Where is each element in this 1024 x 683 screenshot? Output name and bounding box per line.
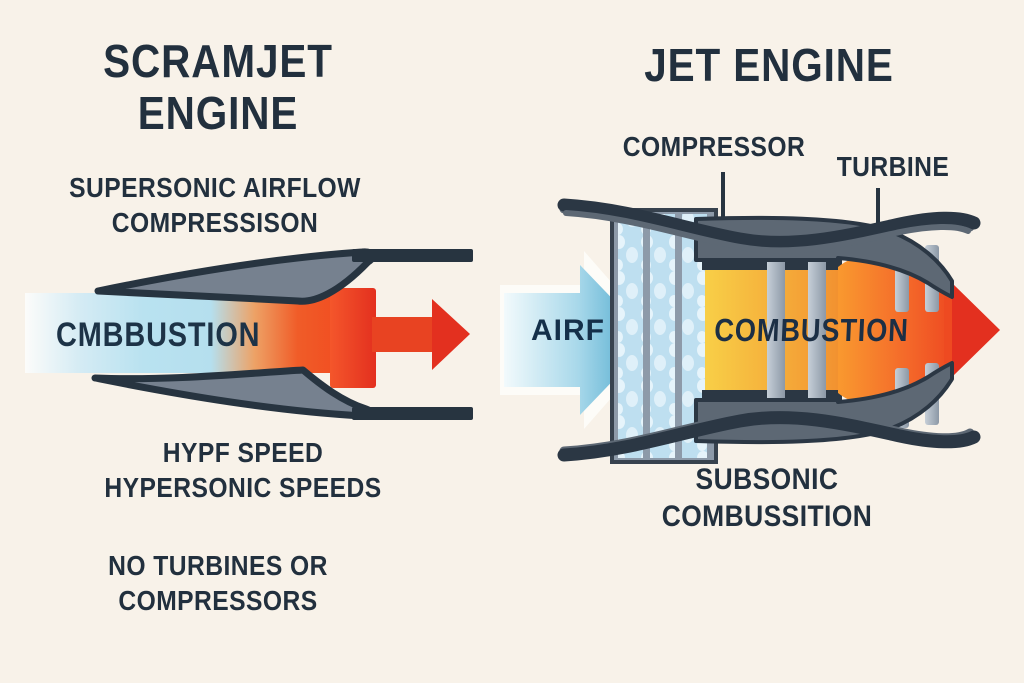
scramjet-flow-label: CMBBUSTION: [56, 316, 261, 354]
jet-lower-casing: [557, 411, 981, 462]
jet-upper-casing: [557, 198, 981, 249]
note-parts-line2: COMPRESSORS: [118, 584, 318, 616]
turbine-shaft-bar: [808, 242, 826, 420]
scramjet-lower-rail: [352, 407, 473, 420]
scramjet-title: SCRAMJET ENGINE: [42, 35, 394, 139]
scramjet-subtitle-line2: COMPRESSISON: [111, 206, 319, 238]
scramjet-upper-rail: [352, 249, 473, 262]
jet-compressor-label: COMPRESSOR: [622, 131, 806, 162]
note-speed-line1: HYPF SPEED: [162, 437, 324, 468]
exhaust-arrow-crossbar: [330, 288, 376, 388]
scramjet-note-speed: HYPF SPEED HYPERSONIC SPEEDS: [67, 436, 419, 505]
scramjet-diagram: [25, 248, 473, 420]
scramjet-note-parts: NO TURBINES OR COMPRESSORS: [42, 549, 394, 618]
jet-note-line1: SUBSONIC: [695, 463, 839, 496]
exhaust-arrow-shaft: [372, 317, 434, 352]
scramjet-airflow-band: [25, 293, 335, 373]
compressor-strip: [650, 214, 675, 458]
exhaust-arrow-head: [432, 299, 470, 370]
jet-intake-label: AIRF: [531, 314, 605, 347]
scramjet-title-line2: ENGINE: [137, 86, 299, 139]
jet-note-line2: COMBUSSITION: [661, 500, 873, 534]
jet-turbine-label: TURBINE: [836, 151, 950, 182]
scramjet-subtitle: SUPERSONIC AIRFLOW COMPRESSISON: [39, 171, 391, 240]
jet-exhaust-flame: [838, 252, 1000, 408]
flame-body: [838, 252, 952, 408]
scramjet-exhaust-arrow: [330, 288, 470, 388]
note-parts-line1: NO TURBINES OR: [108, 550, 328, 581]
scramjet-upper-wedge: [94, 248, 377, 305]
jet-engine-diagram: [500, 172, 1000, 464]
note-speed-line2: HYPERSONIC SPEEDS: [104, 471, 382, 503]
scramjet-subtitle-line1: SUPERSONIC AIRFLOW: [69, 172, 361, 203]
jet-title: JET ENGINE: [644, 39, 894, 91]
turbine-shaft-bar: [767, 242, 785, 420]
jet-upper-casing-highlight: [563, 210, 971, 254]
scramjet-title-line1: SCRAMJET: [103, 35, 333, 87]
compressor-strip: [618, 214, 643, 458]
jet-turbine-stage: [767, 242, 939, 428]
jet-note: SUBSONIC COMBUSSITION: [591, 461, 943, 535]
jet-exhaust-arrow-head: [952, 283, 1000, 377]
jet-combustion-label: COMBUSTION: [713, 312, 910, 348]
